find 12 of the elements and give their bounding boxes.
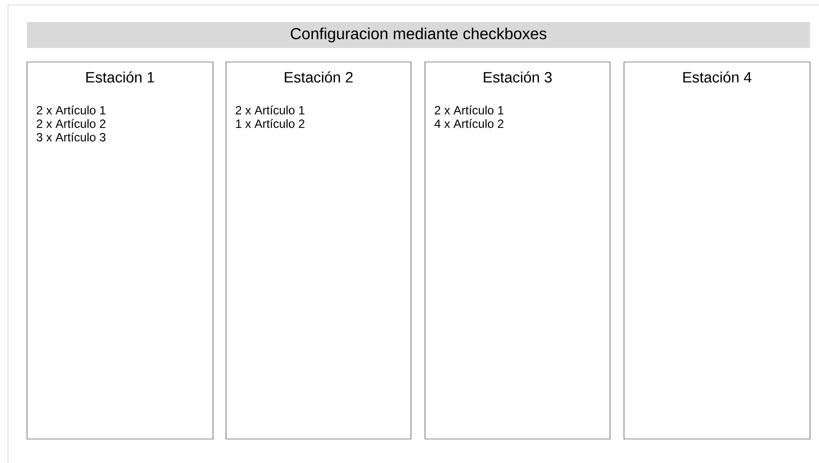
list-item: 1 x Artículo 2	[236, 119, 304, 128]
column-heading: Estación 1	[86, 71, 154, 83]
list-item: 4 x Artículo 2	[434, 119, 504, 128]
list-item: 2 x Artículo 1	[434, 106, 504, 114]
title-band: Configuracion mediante checkboxes	[27, 22, 810, 48]
list-item: 3 x Artículo 3	[36, 132, 106, 142]
list-item: 2 x Artículo 2	[36, 119, 106, 128]
column-heading: Estación 4	[683, 71, 752, 83]
column-heading: Estación 3	[484, 71, 552, 83]
column-heading: Estación 2	[284, 71, 353, 83]
list-item: 2 x Artículo 1	[36, 106, 106, 114]
list-item: 2 x Artículo 1	[236, 106, 304, 114]
